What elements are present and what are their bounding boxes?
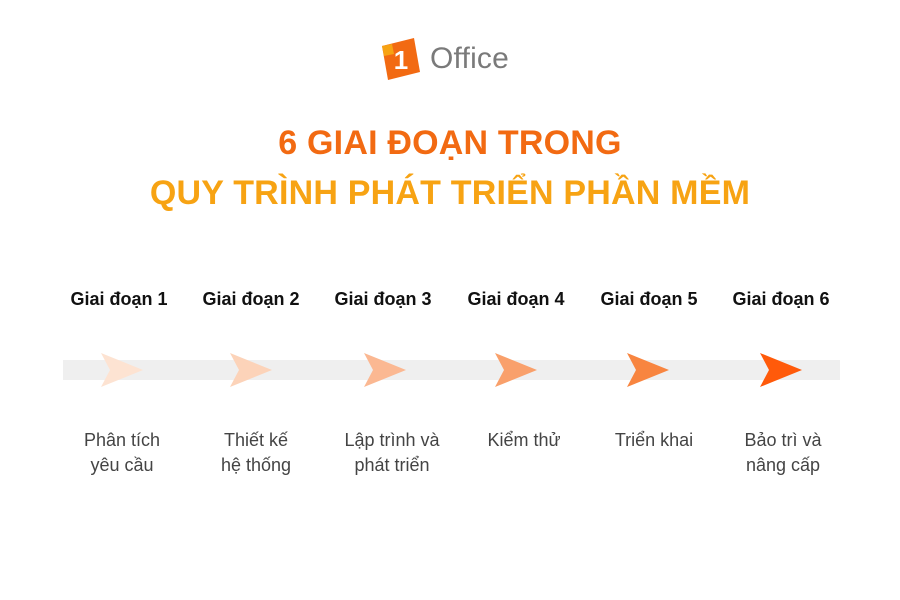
title-line-1: 6 GIAI ĐOẠN TRONG (278, 124, 622, 162)
stage-label: Giai đoạn 3 (334, 289, 432, 309)
timeline-track (63, 360, 840, 380)
arrow-right-icon (627, 353, 669, 387)
stage-description: Lập trình và phát triển (326, 428, 458, 478)
stage-label: Giai đoạn 4 (467, 289, 565, 309)
stage-description-line: yêu cầu (90, 455, 154, 475)
stage-description-line: phát triển (354, 455, 430, 475)
logo-digit: 1 (394, 45, 408, 75)
stage-label: Giai đoạn 5 (600, 289, 698, 309)
brand-logo: 1 Office (378, 36, 509, 82)
stage-label: Giai đoạn 6 (732, 289, 830, 309)
office-logo-icon: 1 (382, 38, 420, 80)
stage-description: Kiểm thử (458, 428, 590, 453)
stage-description-line: hệ thống (220, 455, 292, 475)
stage-description-line: Thiết kế (223, 430, 289, 450)
stage-description-line: Phân tích (83, 430, 161, 450)
arrow-right-icon (760, 353, 802, 387)
stage-label: Giai đoạn 1 (70, 289, 168, 309)
stage-description-line: Lập trình và (344, 430, 440, 450)
arrow-right-icon (364, 353, 406, 387)
stage-description-line: nâng cấp (745, 455, 821, 475)
title-line-2: QUY TRÌNH PHÁT TRIỂN PHẦN MỀM (149, 174, 751, 212)
stage-description: Bảo trì và nâng cấp (717, 428, 849, 478)
stage-description-line: Bảo trì và (744, 430, 822, 450)
arrow-right-icon (230, 353, 272, 387)
stage-description-line: Kiểm thử (487, 430, 561, 450)
stage-label: Giai đoạn 2 (202, 289, 300, 309)
logo-text: Office (430, 42, 510, 75)
stage-description: Thiết kế hệ thống (190, 428, 322, 478)
stage-description: Phân tích yêu cầu (56, 428, 188, 478)
stage-description: Triển khai (588, 428, 720, 453)
arrow-right-icon (495, 353, 537, 387)
arrow-right-icon (101, 353, 143, 387)
stage-description-line: Triển khai (614, 430, 694, 450)
